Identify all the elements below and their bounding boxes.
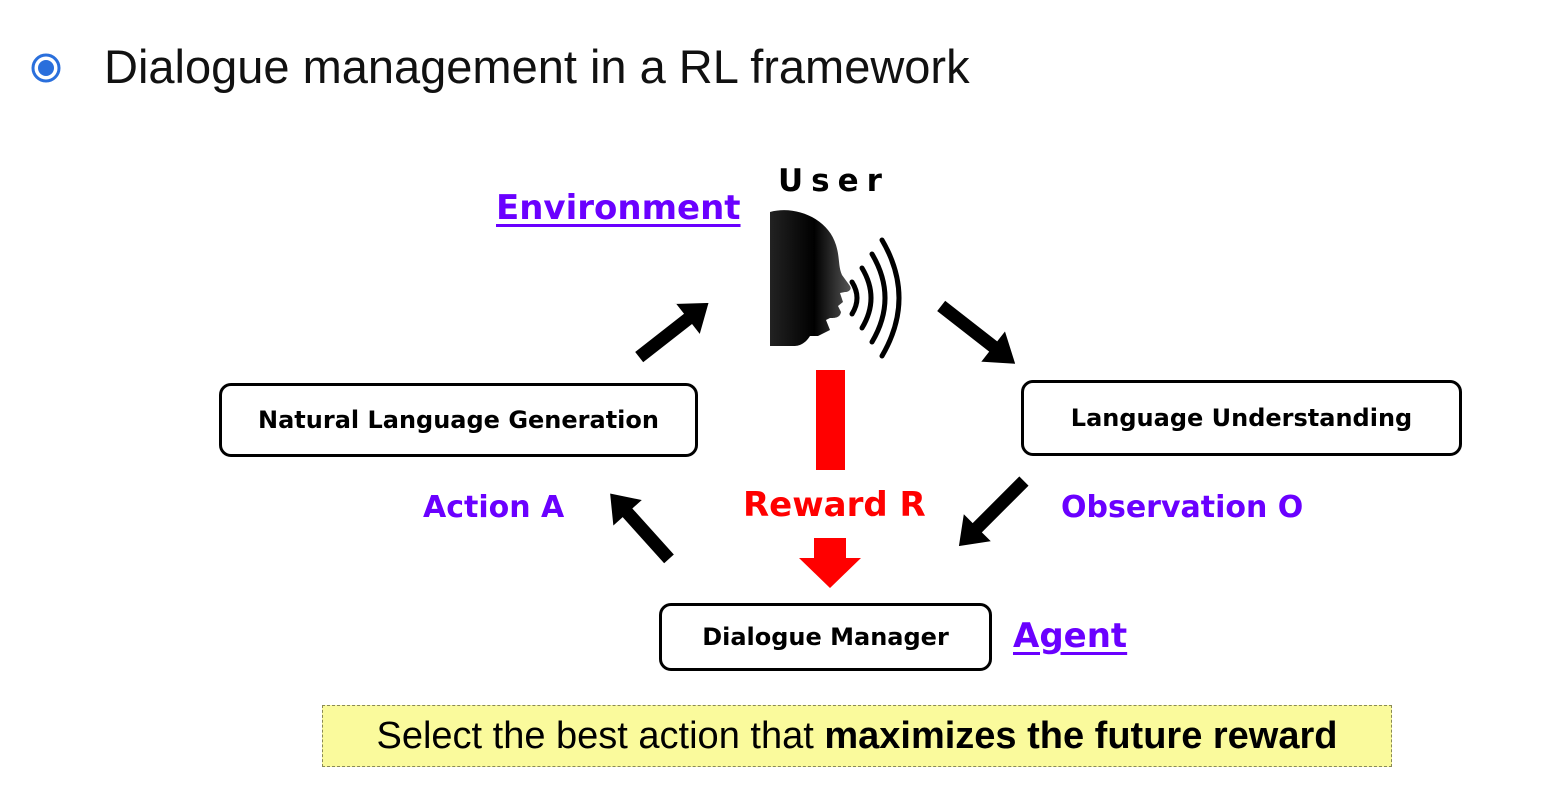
agent-label: Agent bbox=[1013, 616, 1128, 656]
slide-title: Dialogue management in a RL framework bbox=[104, 40, 970, 93]
user-label: User bbox=[778, 163, 890, 199]
arrow-user-to-lu bbox=[932, 296, 1020, 367]
arrow-nlg-to-user bbox=[630, 299, 713, 367]
action-label: Action A bbox=[423, 490, 565, 525]
reward-label: Reward R bbox=[743, 485, 926, 525]
callout-box: Select the best action that maximizes th… bbox=[322, 705, 1392, 767]
reward-arrow-icon bbox=[799, 538, 861, 588]
dm-box: Dialogue Manager bbox=[659, 603, 992, 671]
nlg-box: Natural Language Generation bbox=[219, 383, 698, 457]
arrow-lu-to-dm bbox=[955, 472, 1033, 550]
observation-label: Observation O bbox=[1061, 490, 1304, 525]
callout-text: Select the best action that bbox=[376, 714, 825, 757]
lu-box: Language Understanding bbox=[1021, 380, 1462, 456]
arrow-dm-to-nlg bbox=[606, 489, 679, 568]
reward-bar bbox=[816, 370, 845, 470]
radio-bullet-icon bbox=[31, 53, 61, 83]
callout-bold-text: maximizes the future reward bbox=[824, 714, 1338, 757]
environment-label: Environment bbox=[496, 188, 741, 228]
speaking-head-icon bbox=[770, 210, 902, 359]
